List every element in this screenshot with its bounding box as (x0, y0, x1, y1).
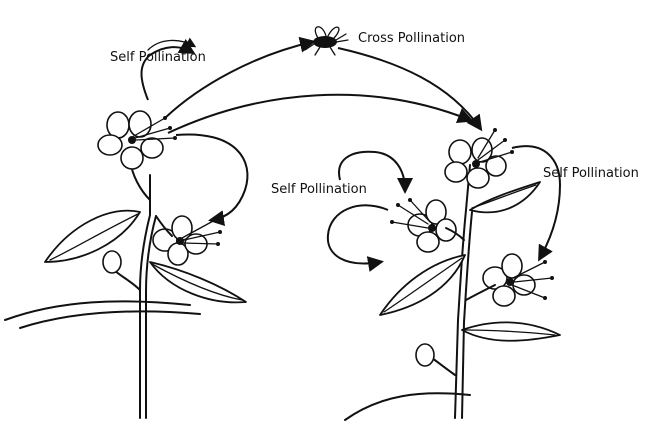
right-top-flower (445, 128, 514, 188)
left-top-flower (98, 111, 177, 169)
right-bud (416, 344, 434, 366)
label-self-pollination-right: Self Pollination (543, 166, 639, 181)
left-plant (5, 111, 246, 418)
left-ground (5, 301, 190, 320)
pollinator-insect-icon (305, 27, 348, 55)
label-self-pollination-middle: Self Pollination (271, 182, 367, 197)
right-middle-flower (390, 198, 464, 252)
left-leaf-right (150, 262, 246, 302)
label-self-pollination-left: Self Pollination (110, 50, 206, 65)
left-leaf-upper (45, 211, 140, 262)
right-ground (345, 393, 470, 420)
left-bud (103, 251, 121, 273)
label-cross-pollination: Cross Pollination (358, 31, 465, 46)
right-lower-flower (466, 254, 554, 306)
right-plant (345, 128, 560, 420)
left-lower-flower (153, 216, 222, 265)
self-arrow-left-loop (176, 134, 247, 220)
cross-arrow-direct (168, 95, 470, 133)
self-arrow-middle-lower (328, 205, 388, 263)
